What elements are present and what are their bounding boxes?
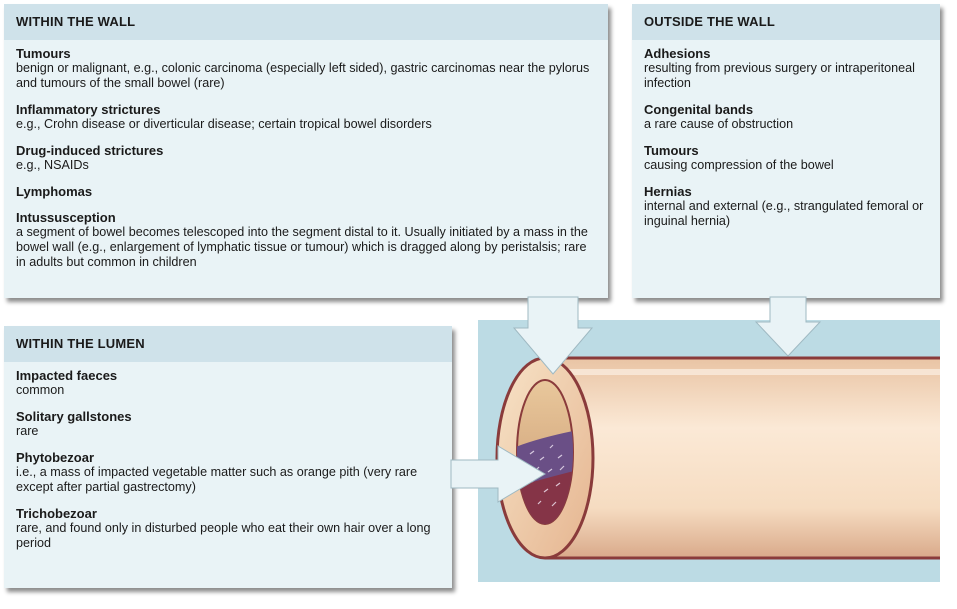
cause-item: Drug-induced strictures e.g., NSAIDs <box>16 143 596 173</box>
cause-item: Intussusception a segment of bowel becom… <box>16 210 596 270</box>
cause-item: Solitary gallstones rare <box>16 409 440 439</box>
panel-body: Impacted faeces common Solitary gallston… <box>4 362 452 551</box>
cause-description: a rare cause of obstruction <box>644 117 794 131</box>
panel-body: Tumours benign or malignant, e.g., colon… <box>4 40 608 270</box>
panel-heading: OUTSIDE THE WALL <box>632 4 940 40</box>
cause-title: Impacted faeces <box>16 368 118 383</box>
cause-title: Intussusception <box>16 210 116 225</box>
cause-item: Impacted faeces common <box>16 368 440 398</box>
cause-title: Tumours <box>16 46 71 61</box>
cause-title: Solitary gallstones <box>16 409 132 424</box>
cause-title: Congenital bands <box>644 102 754 117</box>
cause-item: Trichobezoar rare, and found only in dis… <box>16 506 440 551</box>
cause-item: Lymphomas <box>16 184 596 199</box>
cause-description: common <box>16 383 65 397</box>
panel-heading: WITHIN THE LUMEN <box>4 326 452 362</box>
cause-title: Inflammatory strictures <box>16 102 161 117</box>
cause-item: Hernias internal and external (e.g., str… <box>644 184 928 229</box>
cause-title: Phytobezoar <box>16 450 95 465</box>
cause-item: Inflammatory strictures e.g., Crohn dise… <box>16 102 596 132</box>
within-lumen-panel: WITHIN THE LUMEN Impacted faeces common … <box>4 326 452 588</box>
bowel-tube <box>545 358 940 558</box>
outside-wall-panel: OUTSIDE THE WALL Adhesions resulting fro… <box>632 4 940 298</box>
cause-title: Tumours <box>644 143 699 158</box>
cause-description: a segment of bowel becomes telescoped in… <box>16 225 588 269</box>
cause-title: Drug-induced strictures <box>16 143 164 158</box>
cause-item: Phytobezoar i.e., a mass of impacted veg… <box>16 450 440 495</box>
cause-description: e.g., NSAIDs <box>16 158 89 172</box>
cause-title: Hernias <box>644 184 692 199</box>
cause-description: causing compression of the bowel <box>644 158 834 172</box>
cause-item: Congenital bands a rare cause of obstruc… <box>644 102 928 132</box>
panel-body: Adhesions resulting from previous surger… <box>632 40 940 229</box>
cause-title: Trichobezoar <box>16 506 97 521</box>
within-wall-panel: WITHIN THE WALL Tumours benign or malign… <box>4 4 608 298</box>
cause-description: resulting from previous surgery or intra… <box>644 61 915 90</box>
cause-description: rare <box>16 424 39 438</box>
cause-title: Lymphomas <box>16 184 93 199</box>
panel-heading: WITHIN THE WALL <box>4 4 608 40</box>
bowel-illustration <box>478 320 940 582</box>
cause-item: Tumours benign or malignant, e.g., colon… <box>16 46 596 91</box>
cause-description: e.g., Crohn disease or diverticular dise… <box>16 117 432 131</box>
cause-description: i.e., a mass of impacted vegetable matte… <box>16 465 418 494</box>
cause-description: rare, and found only in disturbed people… <box>16 521 431 550</box>
cause-description: internal and external (e.g., strangulate… <box>644 199 924 228</box>
cause-item: Tumours causing compression of the bowel <box>644 143 928 173</box>
cause-title: Adhesions <box>644 46 711 61</box>
cause-description: benign or malignant, e.g., colonic carci… <box>16 61 590 90</box>
cause-item: Adhesions resulting from previous surger… <box>644 46 928 91</box>
